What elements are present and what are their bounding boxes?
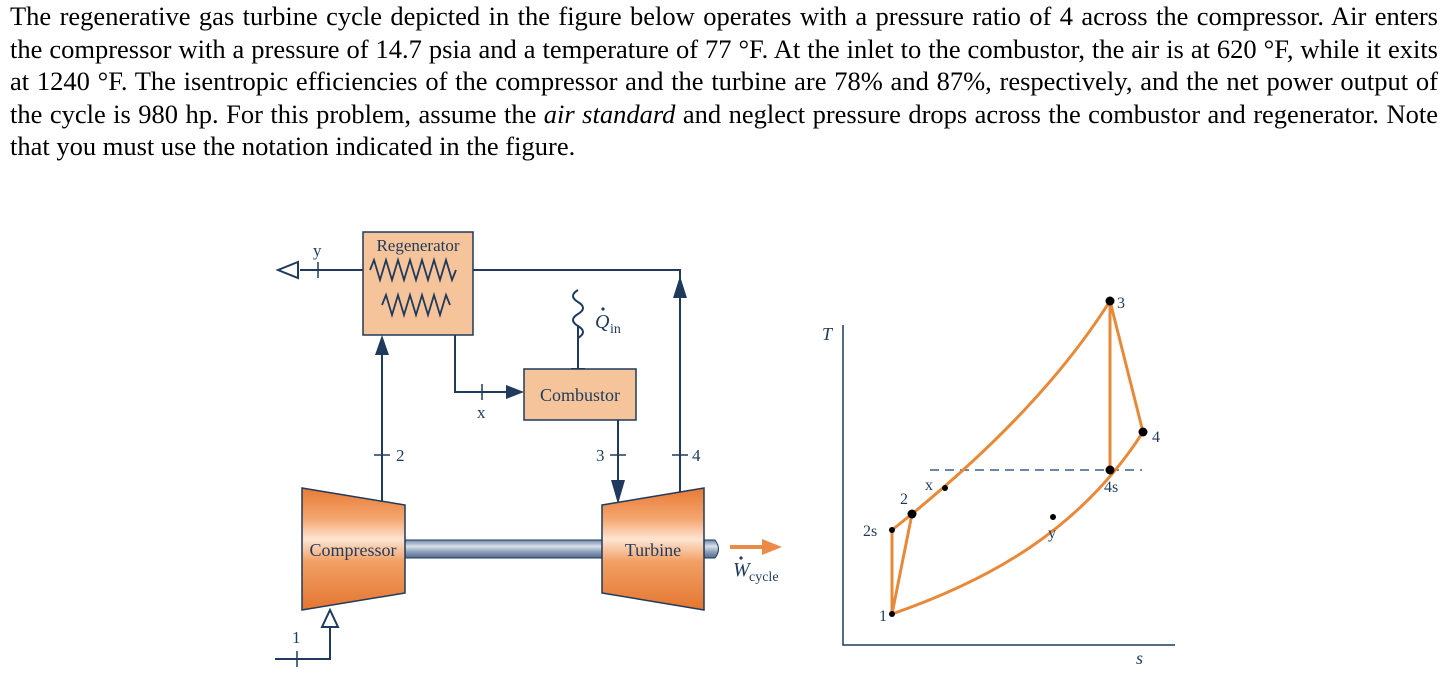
point-2	[907, 509, 917, 519]
shaft-end	[701, 539, 719, 559]
point-y	[1050, 514, 1056, 520]
point-2s	[889, 527, 895, 533]
arrow-right-to-combustor	[506, 385, 524, 399]
cycle-schematic: Regenerator Combustor Compressor Turbine…	[275, 231, 782, 667]
point-4s-label: 4s	[1104, 479, 1118, 496]
regenerator-box	[362, 231, 474, 336]
point-y-label: y	[1048, 525, 1056, 542]
point-3	[1105, 296, 1115, 306]
state-x-label: x	[477, 403, 486, 422]
heat-in-symbol: Q	[595, 311, 610, 333]
point-x	[942, 485, 948, 491]
point-2s-label: 2s	[863, 523, 877, 540]
compressor-body	[301, 487, 406, 611]
turbine-label: Turbine	[625, 540, 681, 560]
state-3-label: 3	[596, 446, 605, 465]
y-axis-label: T	[822, 324, 834, 344]
flow-lines	[275, 269, 681, 660]
arrow-up-turbine-exhaust	[673, 276, 687, 298]
process-3-4	[1108, 300, 1145, 433]
heat-in-subscript: in	[610, 322, 621, 337]
point-4-label: 4	[1152, 429, 1160, 446]
turbine-body	[601, 487, 705, 611]
shaft	[403, 539, 605, 559]
state-2-label: 2	[396, 446, 405, 465]
process-4-1	[891, 431, 1145, 616]
regen-coil-bottom-icon	[381, 291, 451, 319]
process-1-2	[890, 513, 914, 615]
point-4s	[1105, 465, 1115, 475]
heat-in-dot	[601, 307, 605, 311]
point-x-label: x	[925, 477, 933, 494]
state-y-label: y	[313, 241, 322, 260]
work-dot	[739, 556, 743, 560]
point-3-label: 3	[1117, 295, 1125, 312]
state-4-label: 4	[692, 446, 701, 465]
regen-coil-top-icon	[369, 256, 457, 284]
regenerator-label: Regenerator	[376, 236, 459, 255]
problem-statement: The regenerative gas turbine cycle depic…	[10, 0, 1438, 163]
ts-axes	[842, 325, 1175, 646]
heat-in-squiggle-icon	[572, 289, 584, 339]
arrow-down-to-turbine	[611, 480, 625, 504]
ts-diagram: T s 1 2s 2 x 3 4s 4 y	[822, 295, 1175, 668]
work-symbol: W	[733, 559, 752, 581]
state-1-label: 1	[292, 628, 301, 647]
problem-text-1: The regenerative gas turbine cycle depic…	[10, 1, 1438, 129]
regen-hot-outlet-line	[470, 269, 681, 505]
point-2-label: 2	[900, 491, 908, 508]
problem-italic-term: air standard	[543, 98, 676, 129]
regen-to-combustor-line	[454, 335, 520, 393]
problem-text-2: and neglect pressure drops across the co…	[10, 98, 1438, 162]
combustor-box	[523, 368, 637, 421]
compressor-label: Compressor	[310, 540, 397, 560]
exhaust-arrow-icon	[275, 260, 299, 280]
process-2-3	[911, 300, 1112, 516]
point-4	[1138, 427, 1148, 437]
point-1-label: 1	[879, 608, 887, 625]
combustor-label: Combustor	[540, 385, 620, 405]
point-1	[889, 611, 895, 617]
inlet-arrow-icon	[320, 607, 340, 628]
compressor-inlet-line	[275, 627, 331, 660]
work-arrow-icon	[762, 539, 782, 555]
x-axis-label: s	[1136, 648, 1143, 668]
work-subscript: cycle	[749, 570, 779, 585]
arrow-up-to-regen	[375, 335, 389, 355]
